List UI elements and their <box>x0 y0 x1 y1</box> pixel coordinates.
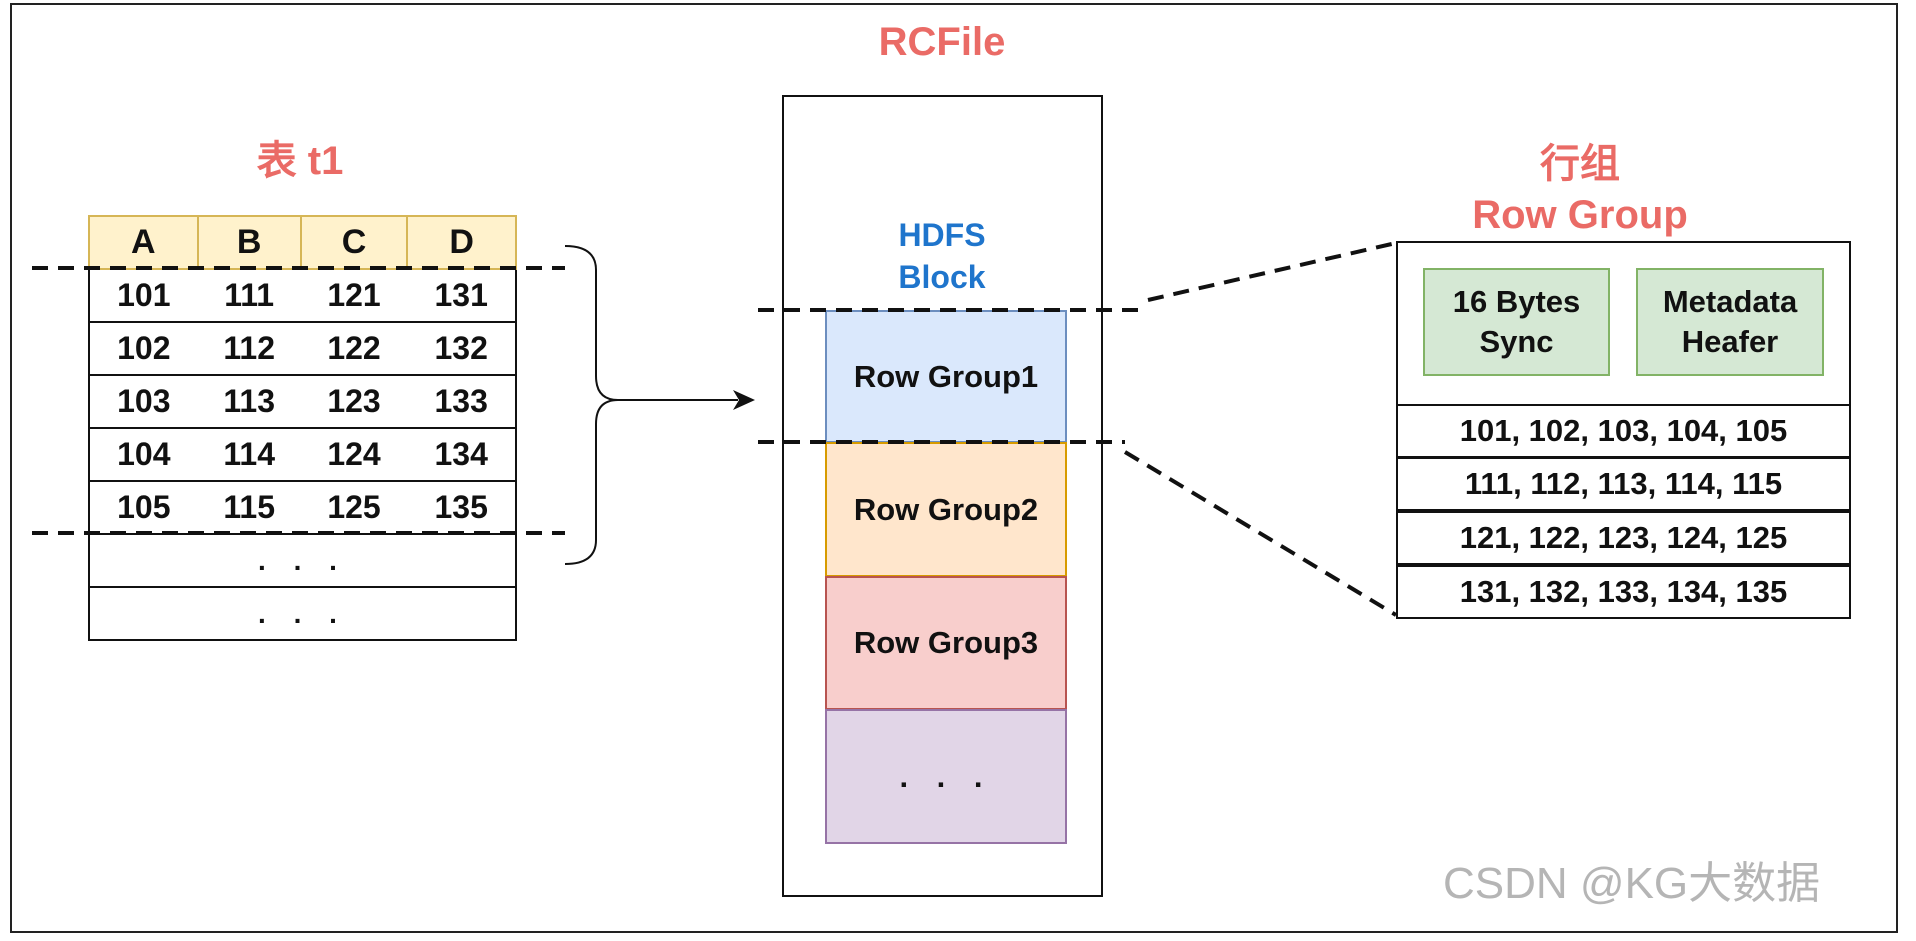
table-row: 102 112 122 132 <box>88 321 517 376</box>
table-cell: 102 <box>88 321 198 376</box>
table-row-ellipsis: . . . <box>88 533 517 588</box>
table-cell: 113 <box>197 374 301 429</box>
sync-box: 16 Bytes Sync <box>1423 268 1610 376</box>
metadata-line1: Metadata <box>1662 284 1798 319</box>
table-cell: 133 <box>407 374 517 429</box>
arrow-head-icon <box>733 390 755 410</box>
row-group-2-block: Row Group2 <box>825 442 1067 577</box>
watermark: CSDN @KG大数据 <box>1443 859 1821 908</box>
column-data-row: 121, 122, 123, 124, 125 <box>1396 511 1851 565</box>
rcfile-title: RCFile <box>878 20 1006 64</box>
table-cell: 121 <box>300 268 408 323</box>
header-cell-a: A <box>88 215 199 270</box>
table-cell: 123 <box>300 374 408 429</box>
hdfs-label-line2: Block <box>898 259 986 295</box>
table-cell: 134 <box>407 427 517 482</box>
sync-line2: Sync <box>1479 324 1554 359</box>
table-cell: 101 <box>88 268 198 323</box>
column-data-row: 131, 132, 133, 134, 135 <box>1396 565 1851 619</box>
table-cell: 104 <box>88 427 198 482</box>
table-cell: 103 <box>88 374 198 429</box>
table-ellipsis-cell: . . . <box>88 586 517 641</box>
table-row: 105 115 125 135 <box>88 480 517 535</box>
metadata-line2: Heafer <box>1681 324 1779 359</box>
hdfs-block-label: HDFS Block <box>862 214 1022 298</box>
brace-icon <box>564 245 619 565</box>
rowgroup-title-en: Row Group <box>1472 193 1688 237</box>
table-row: 104 114 124 134 <box>88 427 517 482</box>
row-group-more-block: . . . <box>825 709 1067 844</box>
expand-top-dash <box>1147 241 1397 302</box>
table-title: 表 t1 <box>256 139 344 183</box>
table-t1: A B C D 101 111 121 131 102 112 122 132 … <box>88 215 517 641</box>
column-data-row: 111, 112, 113, 114, 115 <box>1396 457 1851 511</box>
rowgroup-title-cn: 行组 <box>1540 142 1620 186</box>
metadata-header-box: Metadata Heafer <box>1636 268 1824 376</box>
expand-bottom-dash <box>1123 450 1398 617</box>
table-cell: 114 <box>197 427 301 482</box>
sync-line1: 16 Bytes <box>1452 284 1581 319</box>
table-header-row: A B C D <box>88 215 517 270</box>
hdfs-label-line1: HDFS <box>898 217 986 253</box>
table-row-ellipsis: . . . <box>88 586 517 641</box>
table-cell: 124 <box>300 427 408 482</box>
table-cell: 112 <box>197 321 301 376</box>
header-cell-d: D <box>406 215 517 270</box>
table-cell: 135 <box>407 480 517 535</box>
table-row: 101 111 121 131 <box>88 268 517 323</box>
table-cell: 105 <box>88 480 198 535</box>
table-cell: 132 <box>407 321 517 376</box>
row-group-1-block: Row Group1 <box>825 310 1067 443</box>
row-group-3-block: Row Group3 <box>825 576 1067 710</box>
table-ellipsis-cell: . . . <box>88 533 517 588</box>
table-cell: 125 <box>300 480 408 535</box>
table-cell: 115 <box>197 480 301 535</box>
table-cell: 131 <box>407 268 517 323</box>
table-row: 103 113 123 133 <box>88 374 517 429</box>
table-cell: 122 <box>300 321 408 376</box>
